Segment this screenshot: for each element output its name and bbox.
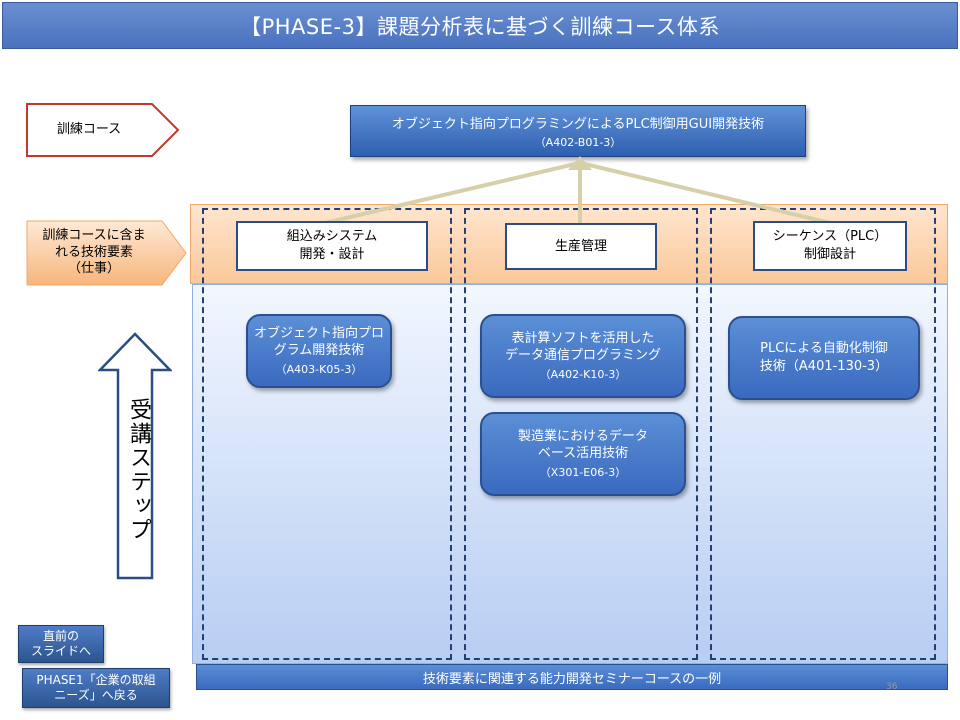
prev-slide-line1: 直前の bbox=[42, 629, 79, 643]
seminar-oop: オブジェクト指向プロ グラム開発技術 （A403-K05-3） bbox=[246, 314, 392, 388]
top-course-box: オブジェクト指向プログラミングによるPLC制御用GUI開発技術 （A402-B0… bbox=[350, 105, 806, 157]
elements-label-line2: れる技術要素 bbox=[54, 244, 133, 260]
course-label: 訓練コース bbox=[26, 103, 180, 157]
element-embedded: 組込みシステム 開発・設計 bbox=[236, 221, 428, 271]
seminar-database-line1: 製造業におけるデータ bbox=[517, 428, 648, 444]
seminar-spreadsheet-line1: 表計算ソフトを活用した bbox=[511, 330, 655, 346]
step-label: 受講ステップ bbox=[126, 398, 151, 542]
seminar-plc-line1: PLCによる自動化制御 bbox=[760, 341, 888, 357]
seminar-database-line2: ベース活用技術 bbox=[537, 446, 629, 462]
element-sequence-line2: 制御設計 bbox=[803, 247, 856, 262]
back-phase1-line1: PHASE1「企業の取組 bbox=[36, 673, 156, 687]
element-embedded-line1: 組込みシステム bbox=[286, 229, 378, 245]
dashed-column-1 bbox=[202, 208, 452, 660]
page-title: 【PHASE-3】課題分析表に基づく訓練コース体系 bbox=[2, 2, 958, 49]
course-label-text: 訓練コース bbox=[56, 121, 122, 137]
elements-label-shape bbox=[26, 220, 187, 286]
page-number: 36 bbox=[886, 682, 898, 692]
seminar-spreadsheet: 表計算ソフトを活用した データ通信プログラミング （A402-K10-3） bbox=[480, 314, 686, 398]
course-label-shape bbox=[26, 103, 180, 157]
elements-label-text: 訓練コースに含ま れる技術要素 （仕事） bbox=[26, 220, 162, 286]
seminar-plc: PLCによる自動化制御 技術（A401-130-3） bbox=[728, 316, 920, 400]
top-course-code: （A402-B01-3） bbox=[534, 135, 622, 149]
step-up-arrow-icon bbox=[98, 332, 172, 580]
element-sequence-line1: シーケンス（PLC） bbox=[772, 229, 888, 245]
element-production: 生産管理 bbox=[505, 223, 657, 270]
prev-slide-line2: スライドへ bbox=[30, 644, 91, 658]
seminar-oop-code: （A403-K05-3） bbox=[275, 362, 363, 376]
element-sequence: シーケンス（PLC） 制御設計 bbox=[753, 221, 907, 271]
elements-label-line1: 訓練コースに含ま bbox=[42, 227, 146, 243]
seminar-oop-line1: オブジェクト指向プロ bbox=[253, 325, 384, 341]
footer-caption: 技術要素に関連する能力開発セミナーコースの一例 bbox=[196, 664, 948, 690]
dashed-column-3 bbox=[710, 208, 936, 660]
seminar-database-code: （X301-E06-3） bbox=[539, 465, 627, 479]
seminar-oop-line2: グラム開発技術 bbox=[273, 343, 365, 359]
prev-slide-button[interactable]: 直前の スライドへ bbox=[18, 625, 104, 663]
back-phase1-line2: ニーズ」へ戻る bbox=[54, 688, 138, 702]
connector-arrowhead bbox=[568, 156, 592, 170]
seminar-spreadsheet-code: （A402-K10-3） bbox=[539, 367, 627, 381]
element-production-line1: 生産管理 bbox=[554, 238, 607, 254]
back-to-phase1-button[interactable]: PHASE1「企業の取組 ニーズ」へ戻る bbox=[22, 668, 170, 708]
seminar-database: 製造業におけるデータ ベース活用技術 （X301-E06-3） bbox=[480, 412, 686, 496]
elements-label: 訓練コースに含ま れる技術要素 （仕事） bbox=[26, 220, 188, 286]
top-course-name: オブジェクト指向プログラミングによるPLC制御用GUI開発技術 bbox=[391, 116, 765, 132]
elements-label-line3: （仕事） bbox=[67, 261, 120, 277]
seminar-spreadsheet-line2: データ通信プログラミング bbox=[504, 348, 661, 364]
seminar-plc-line2: 技術（A401-130-3） bbox=[759, 359, 889, 374]
element-embedded-line2: 開発・設計 bbox=[299, 247, 365, 262]
